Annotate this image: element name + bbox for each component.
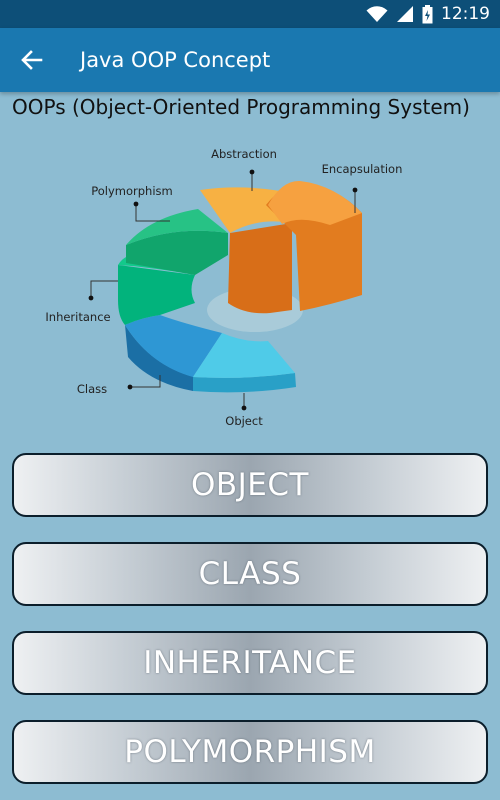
app-bar: Java OOP Concept xyxy=(0,28,500,92)
class-button[interactable]: CLASS xyxy=(12,542,488,606)
label-abstraction: Abstraction xyxy=(211,147,277,161)
label-encapsulation: Encapsulation xyxy=(322,162,403,176)
oop-concepts-diagram: Abstraction Encapsulation Polymorphism I… xyxy=(45,147,403,428)
label-polymorphism: Polymorphism xyxy=(91,184,173,198)
leader-lines xyxy=(90,173,356,407)
signal-icon xyxy=(397,6,413,22)
app-title: Java OOP Concept xyxy=(80,48,271,72)
label-inheritance: Inheritance xyxy=(45,310,110,324)
inheritance-button[interactable]: INHERITANCE xyxy=(12,631,488,695)
leader-dots xyxy=(88,169,358,411)
encapsulation-segment xyxy=(266,180,362,311)
wifi-icon xyxy=(366,6,388,22)
page-heading: OOPs (Object-Oriented Programming System… xyxy=(12,95,470,119)
arrow-left-icon xyxy=(21,50,43,70)
label-object: Object xyxy=(225,414,263,428)
status-icons: 12:19 xyxy=(366,0,490,28)
object-button[interactable]: OBJECT xyxy=(12,453,488,517)
back-button[interactable] xyxy=(14,42,50,78)
clock-time: 12:19 xyxy=(441,4,490,24)
battery-icon xyxy=(422,4,433,23)
polymorphism-button[interactable]: POLYMORPHISM xyxy=(12,720,488,784)
object-segment xyxy=(193,333,296,393)
polymorphism-segment xyxy=(126,209,228,275)
class-segment xyxy=(125,315,222,391)
status-bar: 12:19 xyxy=(0,0,500,28)
label-class: Class xyxy=(77,382,107,396)
